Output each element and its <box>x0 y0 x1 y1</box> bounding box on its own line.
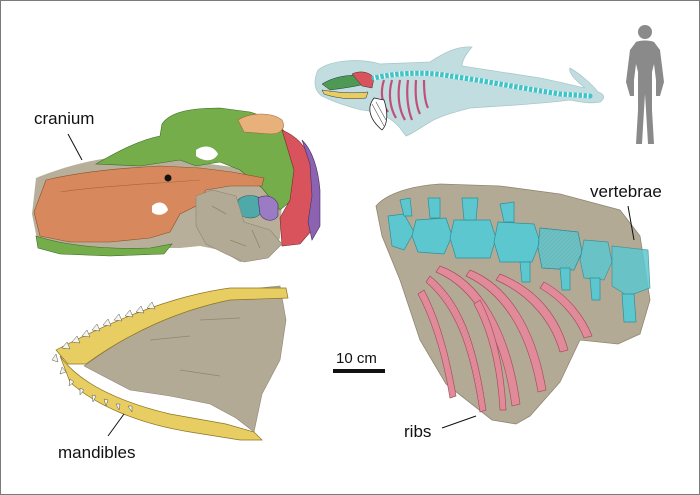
vertebrae-series <box>387 197 651 323</box>
label-vertebrae: vertebrae <box>590 182 662 201</box>
label-scale: 10 cm <box>336 350 377 367</box>
vertebra-4 <box>493 221 541 263</box>
vertebra-6 <box>579 239 613 281</box>
cranium-frontal-green <box>94 107 297 211</box>
cranium-maxilla-green <box>35 235 173 257</box>
label-cranium: cranium <box>34 109 94 128</box>
scale-bar-line <box>333 369 385 373</box>
mandibles-pointer <box>107 413 125 437</box>
scale-bar: 10 cm <box>333 350 385 373</box>
mandible-upper-ramus <box>55 287 289 365</box>
cranium-orbit-opening <box>196 146 218 161</box>
rib-5 <box>417 289 457 399</box>
rib-3 <box>465 269 547 393</box>
label-mandibles: mandibles <box>58 443 136 462</box>
neural-spine-2 <box>427 197 441 219</box>
neural-spine-3 <box>461 197 479 221</box>
mandible-lower-ramus <box>59 355 263 441</box>
postcranial-fossil <box>375 183 651 425</box>
cranium-nasal-opening <box>152 202 168 215</box>
vertebrae-callout: vertebrae <box>590 182 662 241</box>
vertebra-7 <box>611 245 651 297</box>
human-scale-silhouette <box>626 25 664 144</box>
vertebra-1 <box>387 213 415 251</box>
label-ribs: ribs <box>404 422 431 441</box>
rib-6 <box>539 281 593 339</box>
cranium-callout: cranium <box>34 109 94 161</box>
cranium-pointer <box>67 133 83 161</box>
cranium-rostrum-orange <box>33 165 265 243</box>
vertebra-2 <box>411 217 453 255</box>
cranium-purple-edge <box>301 139 321 241</box>
cranium-fossil <box>32 107 321 263</box>
mandibles-callout: mandibles <box>58 413 136 462</box>
rib-7 <box>473 299 507 411</box>
whale-reconstruction <box>314 25 664 144</box>
transverse-process-3 <box>589 277 601 301</box>
transverse-process-4 <box>621 293 637 323</box>
neural-spine-1 <box>399 197 413 217</box>
ribs-callout: ribs <box>404 415 477 441</box>
whale-flipper <box>369 97 388 131</box>
mandible-teeth <box>51 301 156 413</box>
vertebrae-pointer <box>627 205 635 241</box>
cranium-foramen <box>164 174 172 182</box>
transverse-process-1 <box>519 261 531 283</box>
transverse-process-2 <box>559 267 571 291</box>
rib-2 <box>435 265 521 407</box>
whale-spine-segments <box>373 70 591 99</box>
cranium-purple-bone <box>257 195 279 221</box>
vertebra-5-fill <box>537 227 583 271</box>
whale-jaw <box>321 89 369 100</box>
rib-texture <box>426 276 486 412</box>
cranium-tan-patch <box>237 113 284 135</box>
vertebra-3 <box>449 219 497 259</box>
cranium-basicranium-rock <box>195 189 283 263</box>
mandibles-fossil <box>51 285 289 441</box>
whale-cranium-back <box>351 71 375 89</box>
rib-4 <box>495 273 569 353</box>
neural-spine-4 <box>499 201 515 223</box>
ribs-pointer <box>441 415 477 429</box>
